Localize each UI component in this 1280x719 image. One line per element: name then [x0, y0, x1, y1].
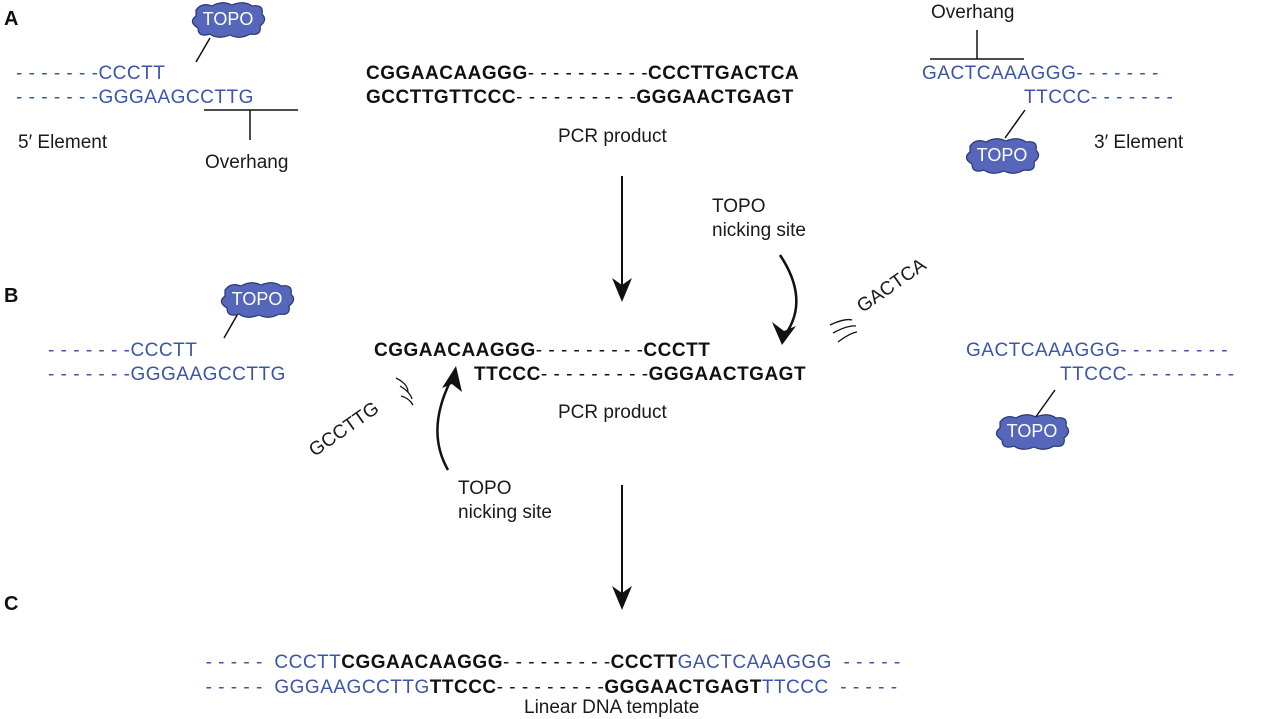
topo-cloud-icon — [965, 138, 1040, 174]
a-left-top-strand: - - - - - - -CCCTT — [16, 63, 166, 84]
three-prime-element-label: 3′ Element — [1094, 132, 1184, 153]
a-pcr-bottom-strand: GCCTTGTTCCC- - - - - - - - - -GGGAACTGAG… — [366, 87, 794, 108]
topo-cloud-icon — [995, 414, 1070, 450]
topo-tether-a-right — [1004, 109, 1026, 139]
c-top-strand: - - - - - CCCTTCGGAACAAGGG- - - - - - - … — [205, 652, 901, 673]
topo-cloud-icon — [191, 2, 266, 38]
a-left-bottom-strand: - - - - - - -GGGAAGCCTTG — [16, 87, 254, 108]
panel-label-a: A — [4, 8, 19, 30]
topo-enzyme-b-right: TOPO — [992, 412, 1072, 452]
overhang-label-left: Overhang — [205, 152, 289, 173]
topo-tether-a-left — [195, 37, 211, 63]
a-pcr-product-label: PCR product — [558, 126, 667, 147]
a-right-top-strand: GACTCAAAGGG- - - - - - - — [922, 63, 1159, 84]
five-prime-element-label: 5′ Element — [18, 132, 108, 153]
linear-dna-template-label: Linear DNA template — [524, 697, 700, 718]
b-right-bottom-strand: TTCCC- - - - - - - - - — [1060, 364, 1235, 385]
b-pcr-bottom-strand: TTCCC- - - - - - - - -GGGAACTGAGT — [474, 364, 807, 385]
overhang-label-right: Overhang — [931, 2, 1015, 23]
c-bottom-strand: - - - - - GGGAAGCCTTGTTCCC- - - - - - - … — [205, 677, 898, 698]
panel-label-c: C — [4, 593, 19, 615]
b-pcr-product-label: PCR product — [558, 402, 667, 423]
b-right-top-strand: GACTCAAAGGG- - - - - - - - - — [966, 340, 1229, 361]
panel-label-b: B — [4, 285, 19, 307]
b-left-top-strand: - - - - - - -CCCTT — [48, 340, 198, 361]
topo-enzyme-a-left: TOPO — [188, 0, 268, 40]
b-pcr-top-strand: CGGAACAAGGG- - - - - - - - -CCCTT — [374, 340, 711, 361]
nick-arrow-top — [778, 254, 798, 336]
topo-enzyme-a-right: TOPO — [962, 136, 1042, 176]
topo-enzyme-b-left: TOPO — [217, 280, 297, 320]
b-left-bottom-strand: - - - - - - -GGGAAGCCTTG — [48, 364, 286, 385]
topo-cloud-icon — [220, 282, 295, 318]
a-pcr-top-strand: CGGAACAAGGG- - - - - - - - - -CCCTTGACTC… — [366, 63, 800, 84]
nick-arrow-bottom — [436, 377, 454, 471]
a-right-bottom-strand: TTCCC- - - - - - - — [1024, 87, 1174, 108]
